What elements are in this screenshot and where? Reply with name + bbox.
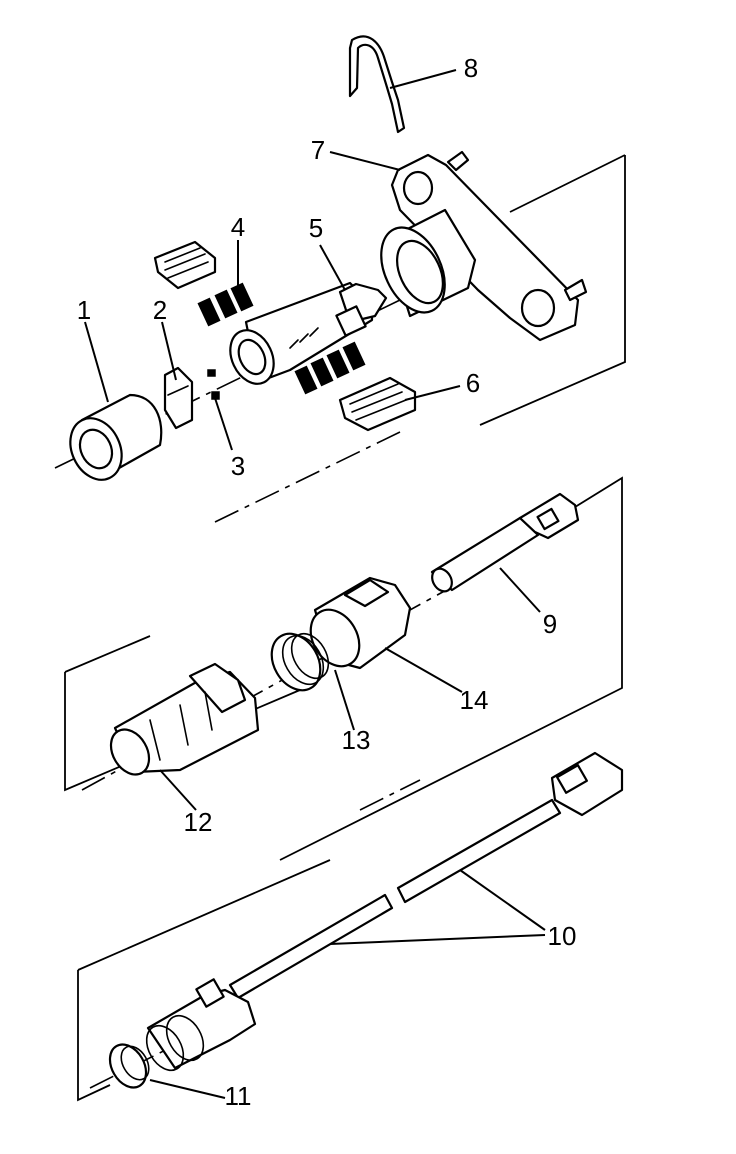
lock-cylinder-part-5: [229, 281, 388, 385]
leader-11: [149, 1079, 226, 1099]
switch-housing-part-14: [309, 576, 412, 670]
callout-5: 5: [309, 213, 323, 243]
leader-10a: [329, 934, 546, 945]
leader-2: [161, 321, 177, 381]
lower-panel-frame: [77, 859, 331, 1102]
leader-10b: [459, 869, 546, 931]
spring-part-13: [270, 632, 330, 692]
leader-lines: [84, 69, 546, 1099]
callout-7: 7: [311, 135, 325, 165]
cap-part-2: [163, 366, 194, 430]
actuator-rod-part-9: [430, 492, 580, 593]
callout-1: 1: [77, 295, 91, 325]
callout-10: 10: [548, 921, 577, 951]
bezel-part-1: [69, 393, 163, 481]
leader-7: [329, 151, 401, 171]
upper-panel-frame: [479, 154, 626, 426]
callout-12: 12: [184, 807, 213, 837]
spring-cap-part-11: [108, 978, 257, 1089]
leader-9: [499, 567, 541, 613]
cable-part-10: [228, 751, 624, 1000]
callout-4: 4: [231, 212, 245, 242]
callout-13: 13: [342, 725, 371, 755]
leader-3: [214, 397, 233, 451]
lock-housing-part-7: [380, 150, 588, 342]
callout-labels: 1 2 3 4 5 6 7 8 9 10 11 12 13 14: [77, 53, 577, 1111]
leader-13: [334, 669, 355, 731]
callout-8: 8: [464, 53, 478, 83]
retainer-clip-part-8: [348, 35, 406, 134]
callout-2: 2: [153, 295, 167, 325]
leader-6: [404, 385, 461, 401]
leader-8: [389, 69, 457, 89]
callout-9: 9: [543, 609, 557, 639]
callout-3: 3: [231, 451, 245, 481]
callout-6: 6: [466, 368, 480, 398]
sleeve-part-12: [109, 662, 260, 776]
pin-part-3: [207, 369, 220, 400]
leader-5: [319, 244, 346, 291]
springs-tumblers-part-6: [294, 341, 417, 432]
springs-part-4: [153, 240, 254, 327]
callout-14: 14: [460, 685, 489, 715]
leader-14: [384, 647, 463, 693]
leader-12: [159, 769, 197, 811]
leader-1: [84, 321, 109, 403]
callout-11: 11: [225, 1081, 252, 1111]
